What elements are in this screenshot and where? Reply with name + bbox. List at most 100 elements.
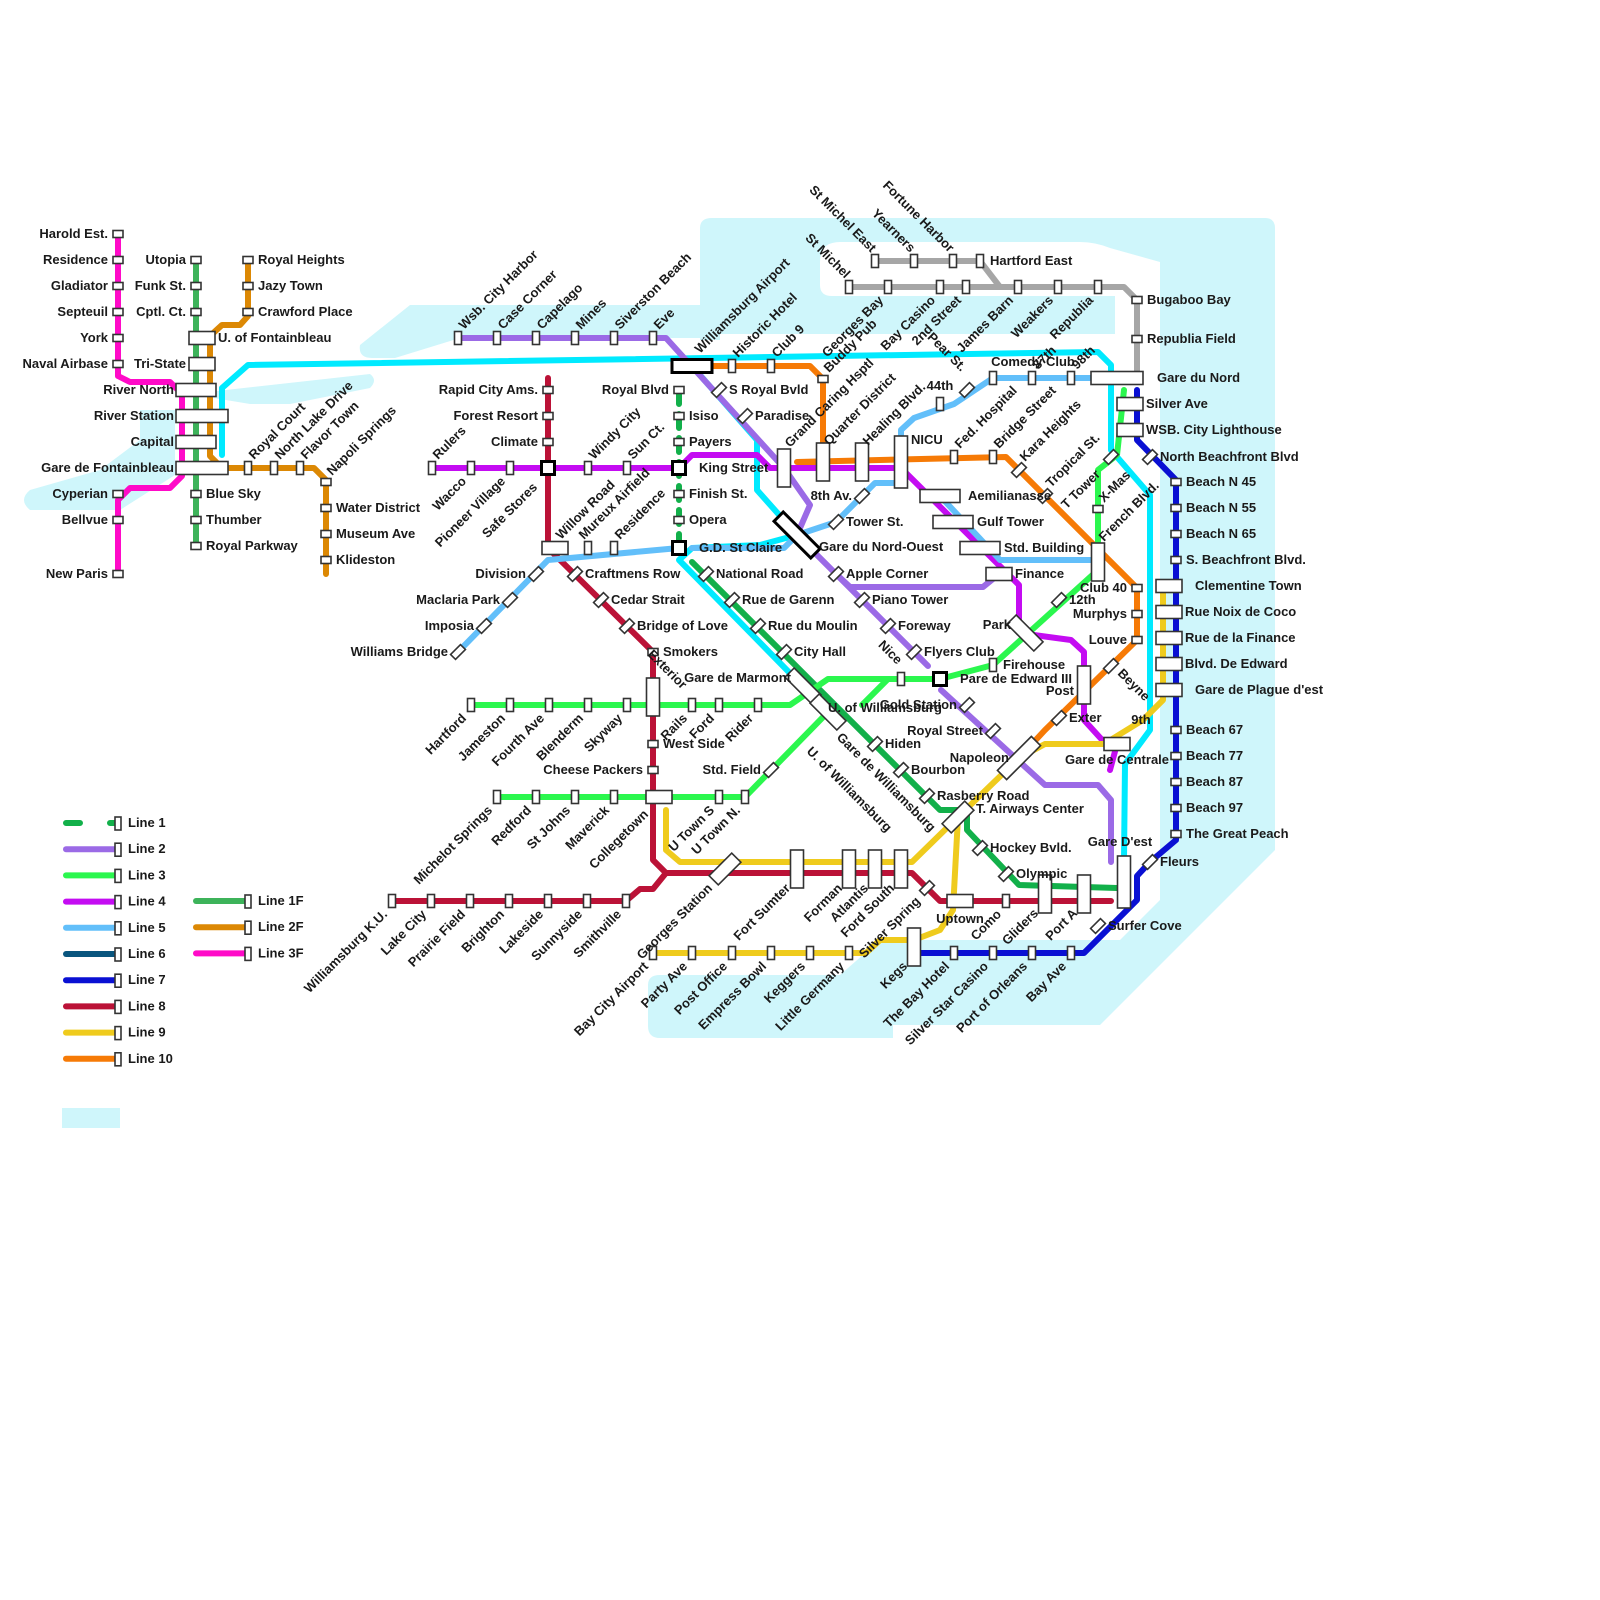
station-gare-d-est[interactable] [1116,855,1132,909]
station-quarter-district[interactable] [815,442,831,482]
station-bay-city-airport[interactable] [648,945,658,961]
station-marker[interactable] [465,893,475,909]
station-marker[interactable] [1131,334,1143,344]
station-marker[interactable] [621,893,631,909]
station-gladiator[interactable] [112,281,124,291]
station-marker[interactable] [475,617,493,635]
station-marker[interactable] [1131,295,1143,305]
station-marker[interactable] [583,697,593,713]
station-beach-n-55[interactable] [1170,503,1182,513]
station-marker[interactable] [988,657,998,673]
station-marker[interactable] [1010,461,1028,479]
station-louve[interactable] [1131,635,1143,645]
station-marker[interactable] [1155,630,1183,646]
station-georges-bay[interactable] [883,279,893,295]
station-silver-ave[interactable] [1116,396,1144,412]
station-hiden[interactable] [866,735,884,753]
station-north-beachfront-blvd[interactable] [1141,448,1159,466]
station-marker[interactable] [1076,665,1092,705]
station-marker[interactable] [1170,529,1182,539]
station-marker[interactable] [971,839,989,857]
station-royal-heights[interactable] [242,255,254,265]
station-paradise[interactable] [736,407,754,425]
station-marker[interactable] [426,893,436,909]
station-bridge-street[interactable] [988,449,998,465]
station-marker[interactable] [985,566,1013,582]
station-klideston[interactable] [320,555,332,565]
station-marker[interactable] [866,735,884,753]
station-hartford-east[interactable] [975,253,985,269]
station-marker[interactable] [609,330,619,346]
station-marker[interactable] [958,381,976,399]
station-marker[interactable] [909,253,919,269]
station-marker[interactable] [918,787,936,805]
station-marker[interactable] [854,442,870,482]
station-weakers[interactable] [1053,279,1063,295]
station-marker[interactable] [1005,613,1045,653]
station-marker[interactable] [466,460,476,476]
station-marker[interactable] [175,408,229,424]
station-marker[interactable] [566,565,584,583]
station-sunnyside[interactable] [582,893,592,909]
station-marker[interactable] [949,449,959,465]
station-marker[interactable] [492,330,502,346]
station-marker[interactable] [1092,504,1104,514]
station-g-d-st-claire[interactable] [671,540,687,556]
station-marker[interactable] [892,761,910,779]
station-rails[interactable] [687,697,697,713]
station-brighton[interactable] [504,893,514,909]
station-marker[interactable] [1090,542,1106,582]
station-marker[interactable] [112,281,124,291]
station-flavor-town[interactable] [295,460,305,476]
station-marker[interactable] [905,643,923,661]
station-post[interactable] [1076,665,1092,705]
station-williamsburg-k-u[interactable] [387,893,397,909]
station-finance[interactable] [985,566,1013,582]
station-case-corner[interactable] [492,330,502,346]
station-ford-south[interactable] [893,849,909,889]
station-marker[interactable] [815,442,831,482]
station-marker[interactable] [673,515,685,525]
station-87th[interactable] [1027,370,1037,386]
station-piano-tower[interactable] [853,591,871,609]
station-fleurs[interactable] [1141,853,1159,871]
station-gold-station[interactable] [958,696,976,714]
station-harold-est[interactable] [112,229,124,239]
station-marker[interactable] [427,460,437,476]
station-marker[interactable] [714,789,724,805]
station-marker[interactable] [988,449,998,465]
station-marker[interactable] [583,460,593,476]
station-forman[interactable] [841,849,857,889]
station-marker[interactable] [961,279,971,295]
station-marker[interactable] [879,617,897,635]
station-residence-l5[interactable] [609,540,619,556]
station-marker[interactable] [775,643,793,661]
station-marker[interactable] [1141,853,1159,871]
station-marker[interactable] [906,927,922,967]
station-eve[interactable] [648,330,658,346]
station-marker[interactable] [919,488,961,504]
station-marker[interactable] [1170,751,1182,761]
station-u-town-n[interactable] [740,789,750,805]
station-2nd-street[interactable] [961,279,971,295]
station-lakeside[interactable] [543,893,553,909]
station-marker[interactable] [320,503,332,513]
station-the-bay-hotel[interactable] [949,945,959,961]
station-river-station[interactable] [175,408,229,424]
station-x-mas[interactable] [1092,504,1104,514]
station-little-germany[interactable] [844,945,854,961]
station-marker[interactable] [1103,736,1131,752]
station-fourth-ave[interactable] [544,697,554,713]
station-marker[interactable] [243,460,253,476]
station-marker[interactable] [853,591,871,609]
station-marker[interactable] [867,849,883,889]
station-marker[interactable] [505,460,515,476]
station-marker[interactable] [940,799,976,835]
station-foreway[interactable] [879,617,897,635]
station-marker[interactable] [1170,829,1182,839]
station-marker[interactable] [541,540,569,556]
station-marker[interactable] [727,358,737,374]
station-marker[interactable] [893,435,909,489]
station-marker[interactable] [583,540,593,556]
station-marker[interactable] [1131,609,1143,619]
